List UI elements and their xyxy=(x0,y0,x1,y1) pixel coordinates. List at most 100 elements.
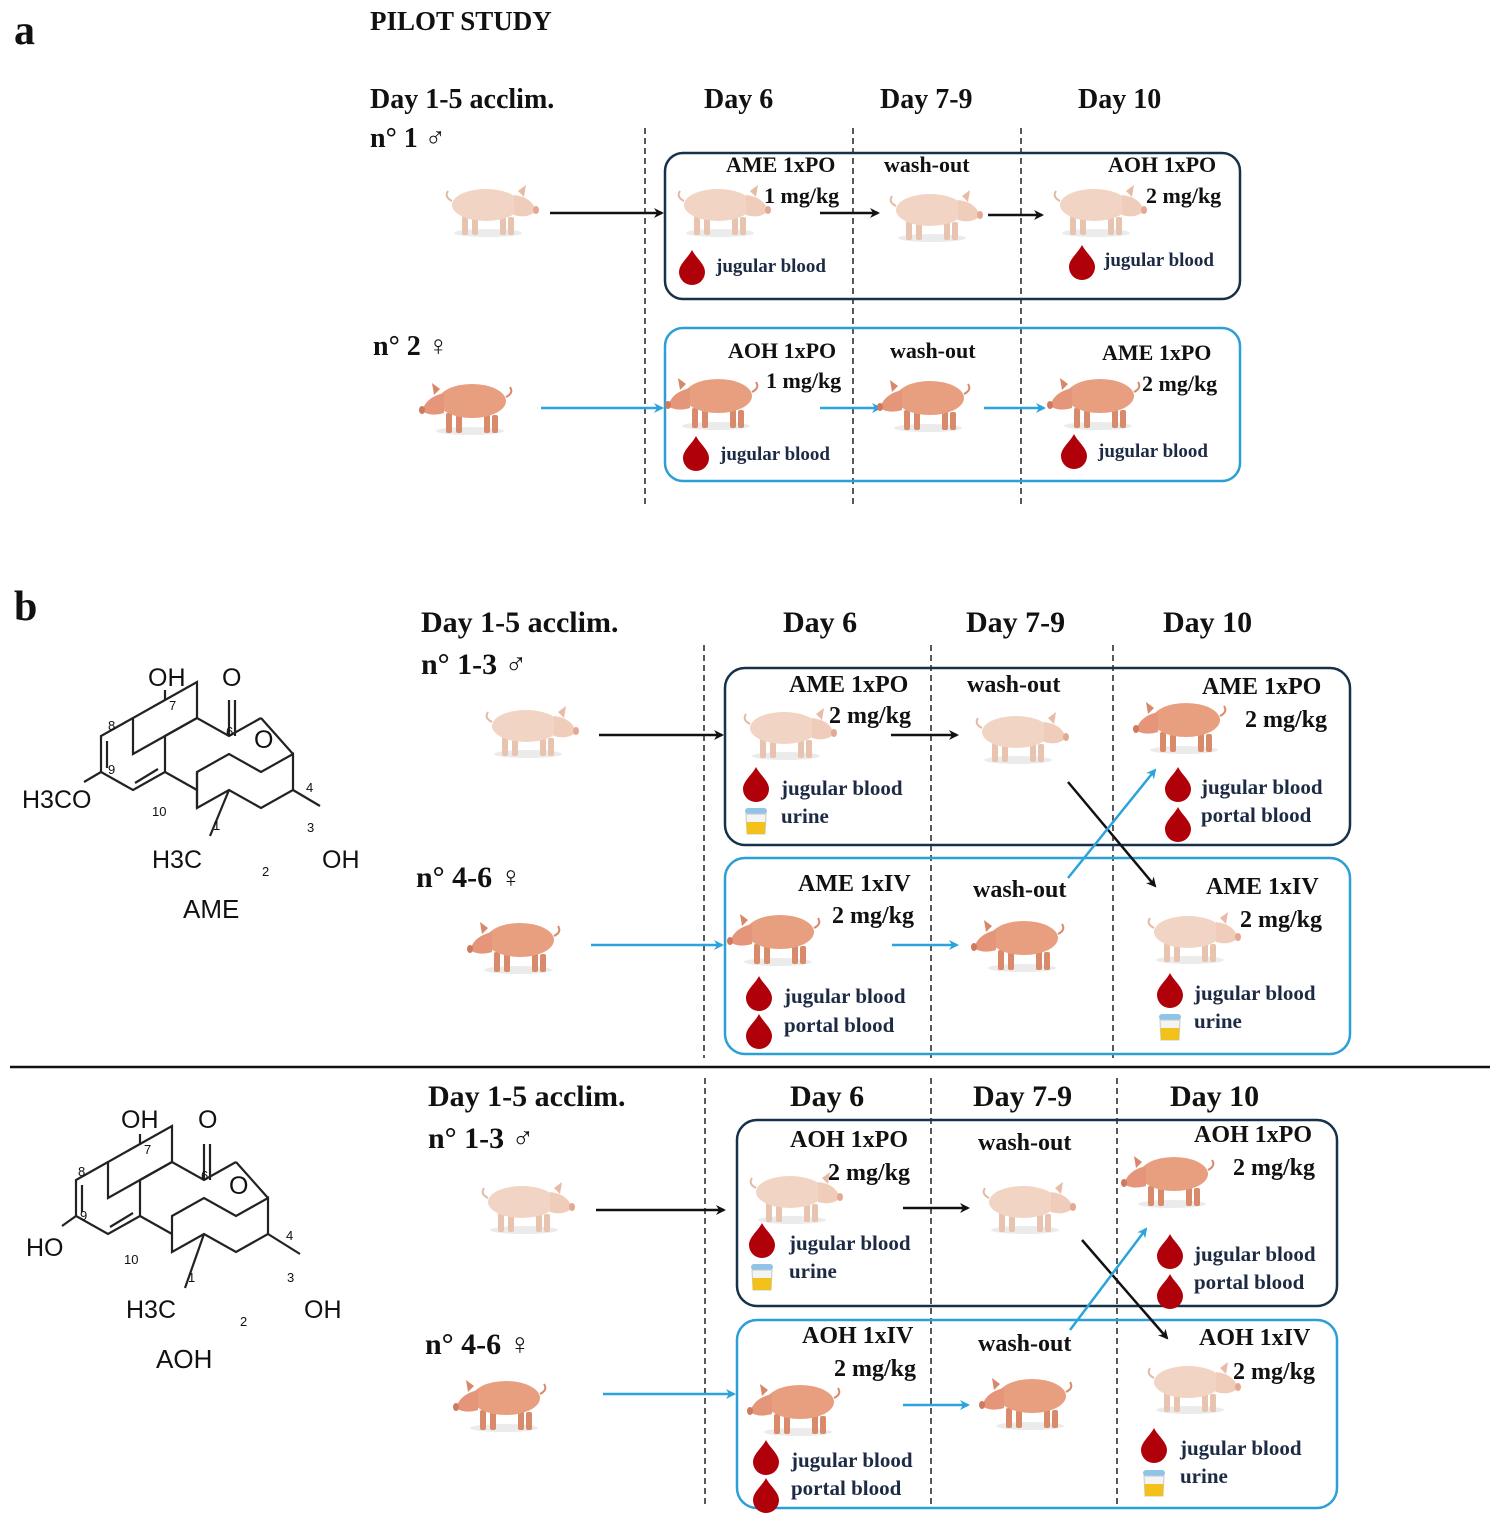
day6-dose: 1 mg/kg xyxy=(764,183,839,208)
washout-label: wash-out xyxy=(978,1331,1071,1357)
day6-treatment: AME 1xPO xyxy=(789,672,908,698)
pig-female-icon xyxy=(664,377,759,431)
day10-sample: jugular blood xyxy=(1193,1242,1316,1266)
pig-female-icon xyxy=(726,913,821,967)
crossover-arrow xyxy=(1081,1239,1169,1340)
atom-number: 7 xyxy=(144,1142,151,1157)
blood-drop-icon xyxy=(753,1478,779,1513)
pig-male-icon xyxy=(975,711,1070,765)
day10-dose: 2 mg/kg xyxy=(1233,1359,1315,1385)
day10-treatment: AOH 1xPO xyxy=(1194,1122,1312,1148)
urine-cup-icon xyxy=(744,807,768,835)
day6-sample: jugular blood xyxy=(783,984,906,1008)
day6-dose: 2 mg/kg xyxy=(828,1160,910,1186)
atom-number: 2 xyxy=(262,864,269,879)
day10-treatment: AME 1xPO xyxy=(1202,674,1321,700)
blood-drop-icon xyxy=(746,976,772,1011)
pig-male-icon xyxy=(1053,184,1148,238)
day6-sample: portal blood xyxy=(791,1476,902,1500)
day10-sample: portal blood xyxy=(1201,803,1312,827)
female-group-label: n° 4-6 ♀ xyxy=(425,1328,531,1361)
blood-drop-icon xyxy=(1165,807,1191,842)
day10-dose: 2 mg/kg xyxy=(1245,707,1327,733)
header-day1-5: Day 1-5 acclim. xyxy=(428,1080,625,1113)
atom-number: 6 xyxy=(226,724,233,739)
blood-drop-icon xyxy=(683,436,709,471)
blood-drop-icon xyxy=(679,250,705,285)
female-group-label: n° 2 ♀ xyxy=(373,331,449,362)
crossover-arrow xyxy=(1069,1227,1148,1331)
pig-male-icon xyxy=(889,189,984,243)
female-group-label: n° 4-6 ♀ xyxy=(416,861,522,894)
day6-sample: jugular blood xyxy=(715,256,826,277)
female-treatment-box xyxy=(735,1318,1339,1510)
blood-drop-icon xyxy=(743,767,769,802)
atom-number: 3 xyxy=(307,820,314,835)
header-day6: Day 6 xyxy=(790,1080,864,1113)
day10-sample: urine xyxy=(1180,1464,1228,1488)
day10-dose: 2 mg/kg xyxy=(1146,183,1221,208)
day10-sample: jugular blood xyxy=(1097,441,1208,462)
aoh-structure: OH O O OH H3C HO 1 2 3 4 6 7 8 9 10 AOH xyxy=(26,1106,342,1374)
ame-oh-right: OH xyxy=(322,846,360,874)
blood-drop-icon xyxy=(1069,245,1095,280)
day10-sample: jugular blood xyxy=(1193,981,1316,1005)
atom-number: 7 xyxy=(169,698,176,713)
blood-drop-icon xyxy=(749,1223,775,1258)
atom-number: 10 xyxy=(124,1252,138,1267)
washout-label: wash-out xyxy=(973,877,1066,903)
atom-number: 1 xyxy=(188,1270,195,1285)
day6-dose: 1 mg/kg xyxy=(766,368,841,393)
day6-sample: jugular blood xyxy=(780,776,903,800)
male-group-label: n° 1-3 ♂ xyxy=(421,648,527,681)
pig-male-icon xyxy=(481,1181,576,1235)
male-treatment-box xyxy=(723,666,1352,847)
pig-female-icon xyxy=(970,919,1065,973)
pig-female-icon xyxy=(978,1377,1073,1431)
pig-male-icon xyxy=(677,184,772,238)
pig-female-icon xyxy=(1120,1155,1215,1209)
header-day7-9: Day 7-9 xyxy=(966,606,1065,639)
header-day6: Day 6 xyxy=(704,84,773,115)
day6-treatment: AOH 1xPO xyxy=(728,338,836,363)
day6-sample: jugular blood xyxy=(790,1448,913,1472)
day6-dose: 2 mg/kg xyxy=(834,1356,916,1382)
atom-number: 8 xyxy=(108,718,115,733)
blood-drop-icon xyxy=(1165,767,1191,802)
ame-oh-top: OH xyxy=(148,664,186,692)
blood-drop-icon xyxy=(1157,973,1183,1008)
atom-number: 4 xyxy=(286,1228,293,1243)
ame-methyl: H3C xyxy=(152,846,202,874)
aoh-methyl: H3C xyxy=(126,1296,176,1324)
male-group-label: n° 1-3 ♂ xyxy=(428,1122,534,1155)
blood-drop-icon xyxy=(753,1440,779,1475)
day6-treatment: AOH 1xPO xyxy=(790,1127,908,1153)
ame-o-ring: O xyxy=(254,726,273,754)
pig-female-icon xyxy=(452,1379,547,1433)
blood-drop-icon xyxy=(1157,1234,1183,1269)
day10-dose: 2 mg/kg xyxy=(1240,907,1322,933)
panel-a-letter: a xyxy=(14,8,35,54)
atom-number: 3 xyxy=(287,1270,294,1285)
day6-treatment: AOH 1xIV xyxy=(802,1323,914,1349)
pig-female-icon xyxy=(1132,701,1227,755)
day6-dose: 2 mg/kg xyxy=(829,703,911,729)
panel-a-title: PILOT STUDY xyxy=(370,6,552,36)
washout-label: wash-out xyxy=(890,338,976,363)
day6-sample: jugular blood xyxy=(788,1231,911,1255)
blood-drop-icon xyxy=(1141,1428,1167,1463)
atom-number: 9 xyxy=(108,762,115,777)
pig-male-icon xyxy=(1147,1361,1242,1415)
female-treatment-box xyxy=(723,856,1352,1056)
header-day7-9: Day 7-9 xyxy=(880,84,973,115)
aoh-substituent: HO xyxy=(26,1234,64,1262)
day10-sample: portal blood xyxy=(1194,1270,1305,1294)
male-group-label: n° 1 ♂ xyxy=(370,123,446,154)
day10-sample: jugular blood xyxy=(1200,775,1323,799)
day10-treatment: AME 1xIV xyxy=(1206,874,1319,900)
atom-number: 10 xyxy=(152,804,166,819)
ame-compound-name: AME xyxy=(183,894,239,924)
panel-b-letter: b xyxy=(14,584,37,630)
atom-number: 2 xyxy=(240,1314,247,1329)
blood-drop-icon xyxy=(1061,434,1087,469)
